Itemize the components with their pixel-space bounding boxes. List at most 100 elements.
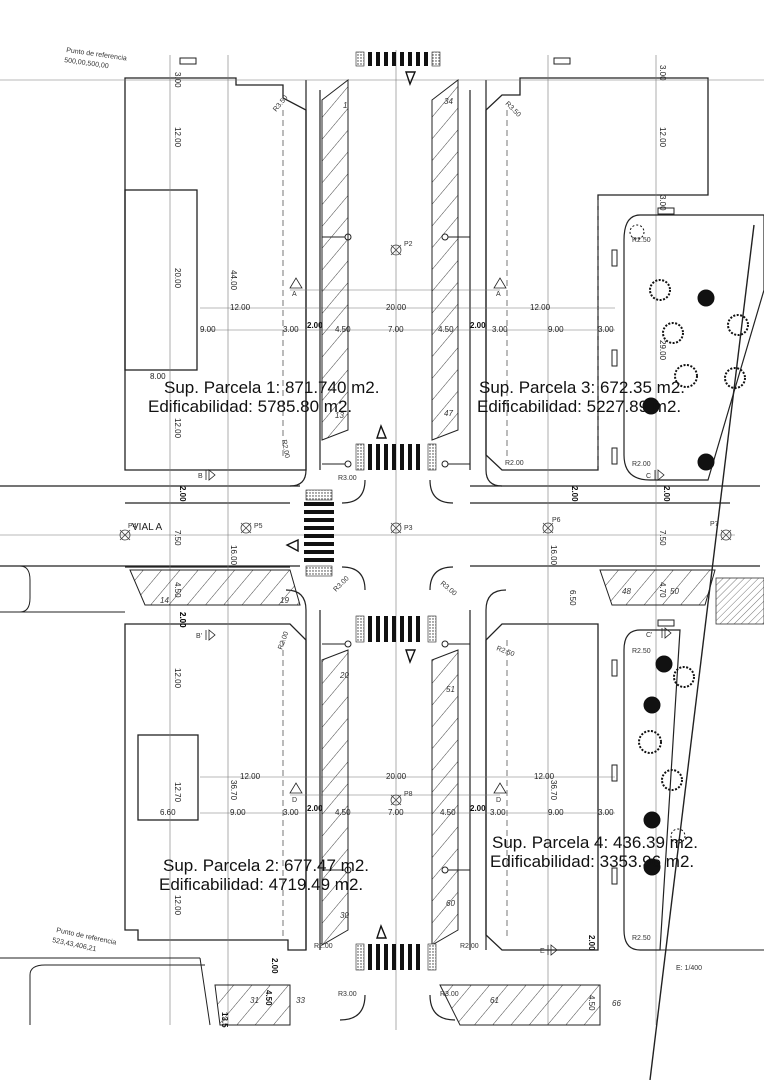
reference-points: Punto de referencia 500,00,500,00 Punto … (52, 47, 128, 953)
section-label: D (496, 797, 501, 804)
dim-label: 7.00 (388, 808, 404, 817)
radius-label: R3.00 (439, 580, 458, 597)
parking-number: 14 (160, 596, 169, 605)
parking-number: 33 (296, 996, 305, 1005)
dim-label: 3.00 (658, 195, 667, 211)
radius-label: R3.50 (504, 100, 522, 118)
dim-label: 3.00 (490, 808, 506, 817)
dim-label: 9.00 (200, 325, 216, 334)
dim-label: 9.00 (548, 808, 564, 817)
dim-label: 9.00 (548, 325, 564, 334)
dim-label: 29.00 (658, 340, 667, 361)
vertical-dimension-labels: 3.00 12.00 20.00 8.00 12.00 2.00 7.50 4.… (150, 65, 671, 1011)
parking-number: 13 (335, 411, 344, 420)
parking-number: 20 (339, 671, 349, 680)
radius-label: R2.00 (280, 439, 290, 459)
dim-label: 3.00 (658, 65, 667, 81)
section-label: A (496, 291, 501, 298)
dim-label: 12.00 (173, 895, 182, 916)
dim-label: 7.50 (658, 530, 667, 546)
dim-label: 9.00 (230, 808, 246, 817)
axis-lines (0, 50, 764, 1030)
dim-label: 44.00 (229, 270, 238, 291)
section-markers (205, 277, 672, 956)
trees (629, 224, 749, 876)
section-label: B' (196, 633, 202, 640)
setback-lines (282, 110, 599, 940)
dim-label: 20.00 (386, 772, 407, 781)
dim-label: 12.00 (534, 772, 555, 781)
dim-label: 2.00 (470, 804, 486, 813)
survey-label: P3 (404, 525, 413, 532)
parcel-blocks (124, 77, 709, 951)
radius-label: R2.00 (314, 943, 333, 950)
dim-label: 2.00 (178, 612, 187, 628)
dim-label: 2.00 (662, 486, 671, 502)
radius-label: R2.50 (632, 648, 651, 655)
parking-number: 30 (340, 911, 349, 920)
dim-label: 6.60 (160, 808, 176, 817)
dim-label: 12.70 (173, 782, 182, 803)
survey-points (119, 244, 732, 806)
survey-label: P4 (128, 523, 137, 530)
dim-label: 6.50 (568, 590, 577, 606)
dim-label: 8.00 (150, 372, 166, 381)
section-label: D (292, 797, 297, 804)
survey-label: P7 (710, 521, 719, 528)
survey-label: P5 (254, 523, 263, 530)
dim-label: 12.00 (173, 127, 182, 148)
dim-label: 20.00 (386, 303, 407, 312)
sidewalk-labels: 2.00 2.00 2.00 2.00 2.00 2.00 13.5 (178, 321, 579, 1028)
dim-label: 12.00 (173, 418, 182, 439)
dim-label: 2.00 (307, 321, 323, 330)
radius-label: R2.00 (505, 460, 524, 467)
park-area (623, 214, 764, 1080)
parking-number: 50 (670, 587, 679, 596)
parking-numbers: 1 13 34 47 14 19 20 30 31 33 48 50 51 60… (160, 97, 679, 1008)
dim-label: 4.50 (264, 990, 273, 1006)
dim-label: 4.50 (335, 325, 351, 334)
dim-label: 16.00 (549, 545, 558, 566)
parking-number: 19 (280, 596, 289, 605)
radius-label: R3.00 (440, 991, 459, 998)
dim-label: 12.00 (173, 668, 182, 689)
radius-label: R2.00 (277, 631, 290, 651)
radius-label: R3.00 (338, 991, 357, 998)
dim-label: 12.00 (240, 772, 261, 781)
dim-label: 3.00 (598, 325, 614, 334)
left-edge-lines (0, 565, 211, 1026)
dim-label: 3.00 (283, 808, 299, 817)
parking-number: 47 (444, 409, 453, 418)
dim-label: 3.00 (598, 808, 614, 817)
scale-label: E: 1/400 (676, 965, 702, 972)
parking-number: 61 (490, 996, 499, 1005)
survey-label: P6 (552, 517, 561, 524)
survey-point-labels: P2 P3 P4 P5 P6 P7 P8 (128, 241, 719, 798)
dim-label: 12.00 (230, 303, 251, 312)
dim-label: 4.50 (440, 808, 456, 817)
radius-label: R2.50 (632, 237, 651, 244)
section-label: C (646, 473, 651, 480)
edge-markers (179, 57, 675, 885)
zebra-crossings (304, 52, 428, 970)
radius-label: R2.00 (460, 943, 479, 950)
dim-label: 2.00 (178, 612, 187, 628)
dim-label: 7.00 (388, 325, 404, 334)
radius-label: R2.50 (495, 645, 515, 658)
survey-label: P2 (404, 241, 413, 248)
parking-number: 66 (612, 999, 621, 1008)
road-edges (0, 80, 760, 1021)
dim-label: 2.00 (470, 321, 486, 330)
dim-label: 2.00 (178, 486, 187, 502)
dim-label: 3.00 (173, 72, 182, 88)
radius-label: R2.50 (632, 935, 651, 942)
direction-arrows (285, 71, 417, 939)
dim-label: 4.50 (173, 582, 182, 598)
parking-number: 1 (343, 101, 347, 110)
parking-number: 48 (622, 587, 631, 596)
dim-label: 16.00 (229, 545, 238, 566)
street-label: VIAL A (132, 522, 163, 533)
dim-label: 12.00 (530, 303, 551, 312)
parking-bays (129, 78, 716, 1026)
